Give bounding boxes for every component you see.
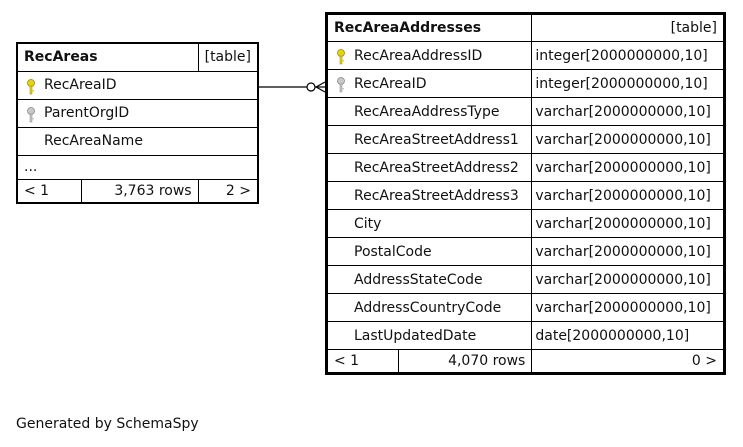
table-recareas[interactable]: RecAreas [table] RecAreaID ParentOrgID R… xyxy=(16,42,259,204)
table-name: RecAreaAddresses xyxy=(325,13,533,42)
foreign-key-icon xyxy=(337,77,345,93)
crowfoot-icon xyxy=(315,81,326,93)
column-name: RecAreaID xyxy=(16,70,259,100)
column-type: date[2000000000,10] xyxy=(531,321,725,350)
column-type: varchar[2000000000,10] xyxy=(531,181,725,210)
generated-by-label: Generated by SchemaSpy xyxy=(16,416,199,432)
column-type: varchar[2000000000,10] xyxy=(531,125,725,154)
table-type-label: [table] xyxy=(531,13,725,42)
column-name: AddressStateCode xyxy=(325,265,533,294)
table-footer: < 1 4,070 rows 0 > xyxy=(325,349,725,374)
table-type-label: [table] xyxy=(197,42,259,72)
zero-optional-icon xyxy=(306,82,316,92)
foreign-key-icon xyxy=(27,106,35,122)
column-name: RecAreaAddressType xyxy=(325,97,533,126)
column-row[interactable]: RecAreaID xyxy=(16,70,259,100)
column-type: varchar[2000000000,10] xyxy=(531,97,725,126)
primary-key-icon xyxy=(337,49,345,65)
column-name: City xyxy=(325,209,533,238)
table-footer: < 1 3,763 rows 2 > xyxy=(16,178,259,204)
prev-page-link[interactable]: < 1 xyxy=(325,349,400,374)
ellipsis: ... xyxy=(16,154,259,180)
column-name: RecAreaStreetAddress3 xyxy=(325,181,533,210)
column-type: varchar[2000000000,10] xyxy=(531,265,725,294)
column-type: varchar[2000000000,10] xyxy=(531,209,725,238)
column-type: integer[2000000000,10] xyxy=(531,41,725,70)
ellipsis-row: ... xyxy=(16,154,259,180)
column-name: RecAreaStreetAddress1 xyxy=(325,125,533,154)
primary-key-icon xyxy=(27,78,35,94)
column-type: varchar[2000000000,10] xyxy=(531,153,725,182)
row-count: 3,763 rows xyxy=(80,178,199,204)
column-name: AddressCountryCode xyxy=(325,293,533,322)
column-name: RecAreaName xyxy=(16,126,259,156)
column-name: RecAreaID xyxy=(325,69,533,98)
column-row[interactable]: ParentOrgID xyxy=(16,98,259,128)
table-recareaaddresses[interactable]: RecAreaAddresses [table] RecAreaAddressI… xyxy=(325,12,726,375)
column-type: varchar[2000000000,10] xyxy=(531,293,725,322)
column-type: varchar[2000000000,10] xyxy=(531,237,725,266)
column-name: LastUpdatedDate xyxy=(325,321,533,350)
column-name: RecAreaStreetAddress2 xyxy=(325,153,533,182)
next-page-link[interactable]: 0 > xyxy=(531,349,725,374)
table-name: RecAreas xyxy=(16,42,199,72)
row-count: 4,070 rows xyxy=(398,349,533,374)
next-page-link[interactable]: 2 > xyxy=(197,178,259,204)
column-row[interactable]: RecAreaName xyxy=(16,126,259,156)
column-type: integer[2000000000,10] xyxy=(531,69,725,98)
column-name: PostalCode xyxy=(325,237,533,266)
column-name: RecAreaAddressID xyxy=(325,41,533,70)
prev-page-link[interactable]: < 1 xyxy=(16,178,82,204)
column-name: ParentOrgID xyxy=(16,98,259,128)
